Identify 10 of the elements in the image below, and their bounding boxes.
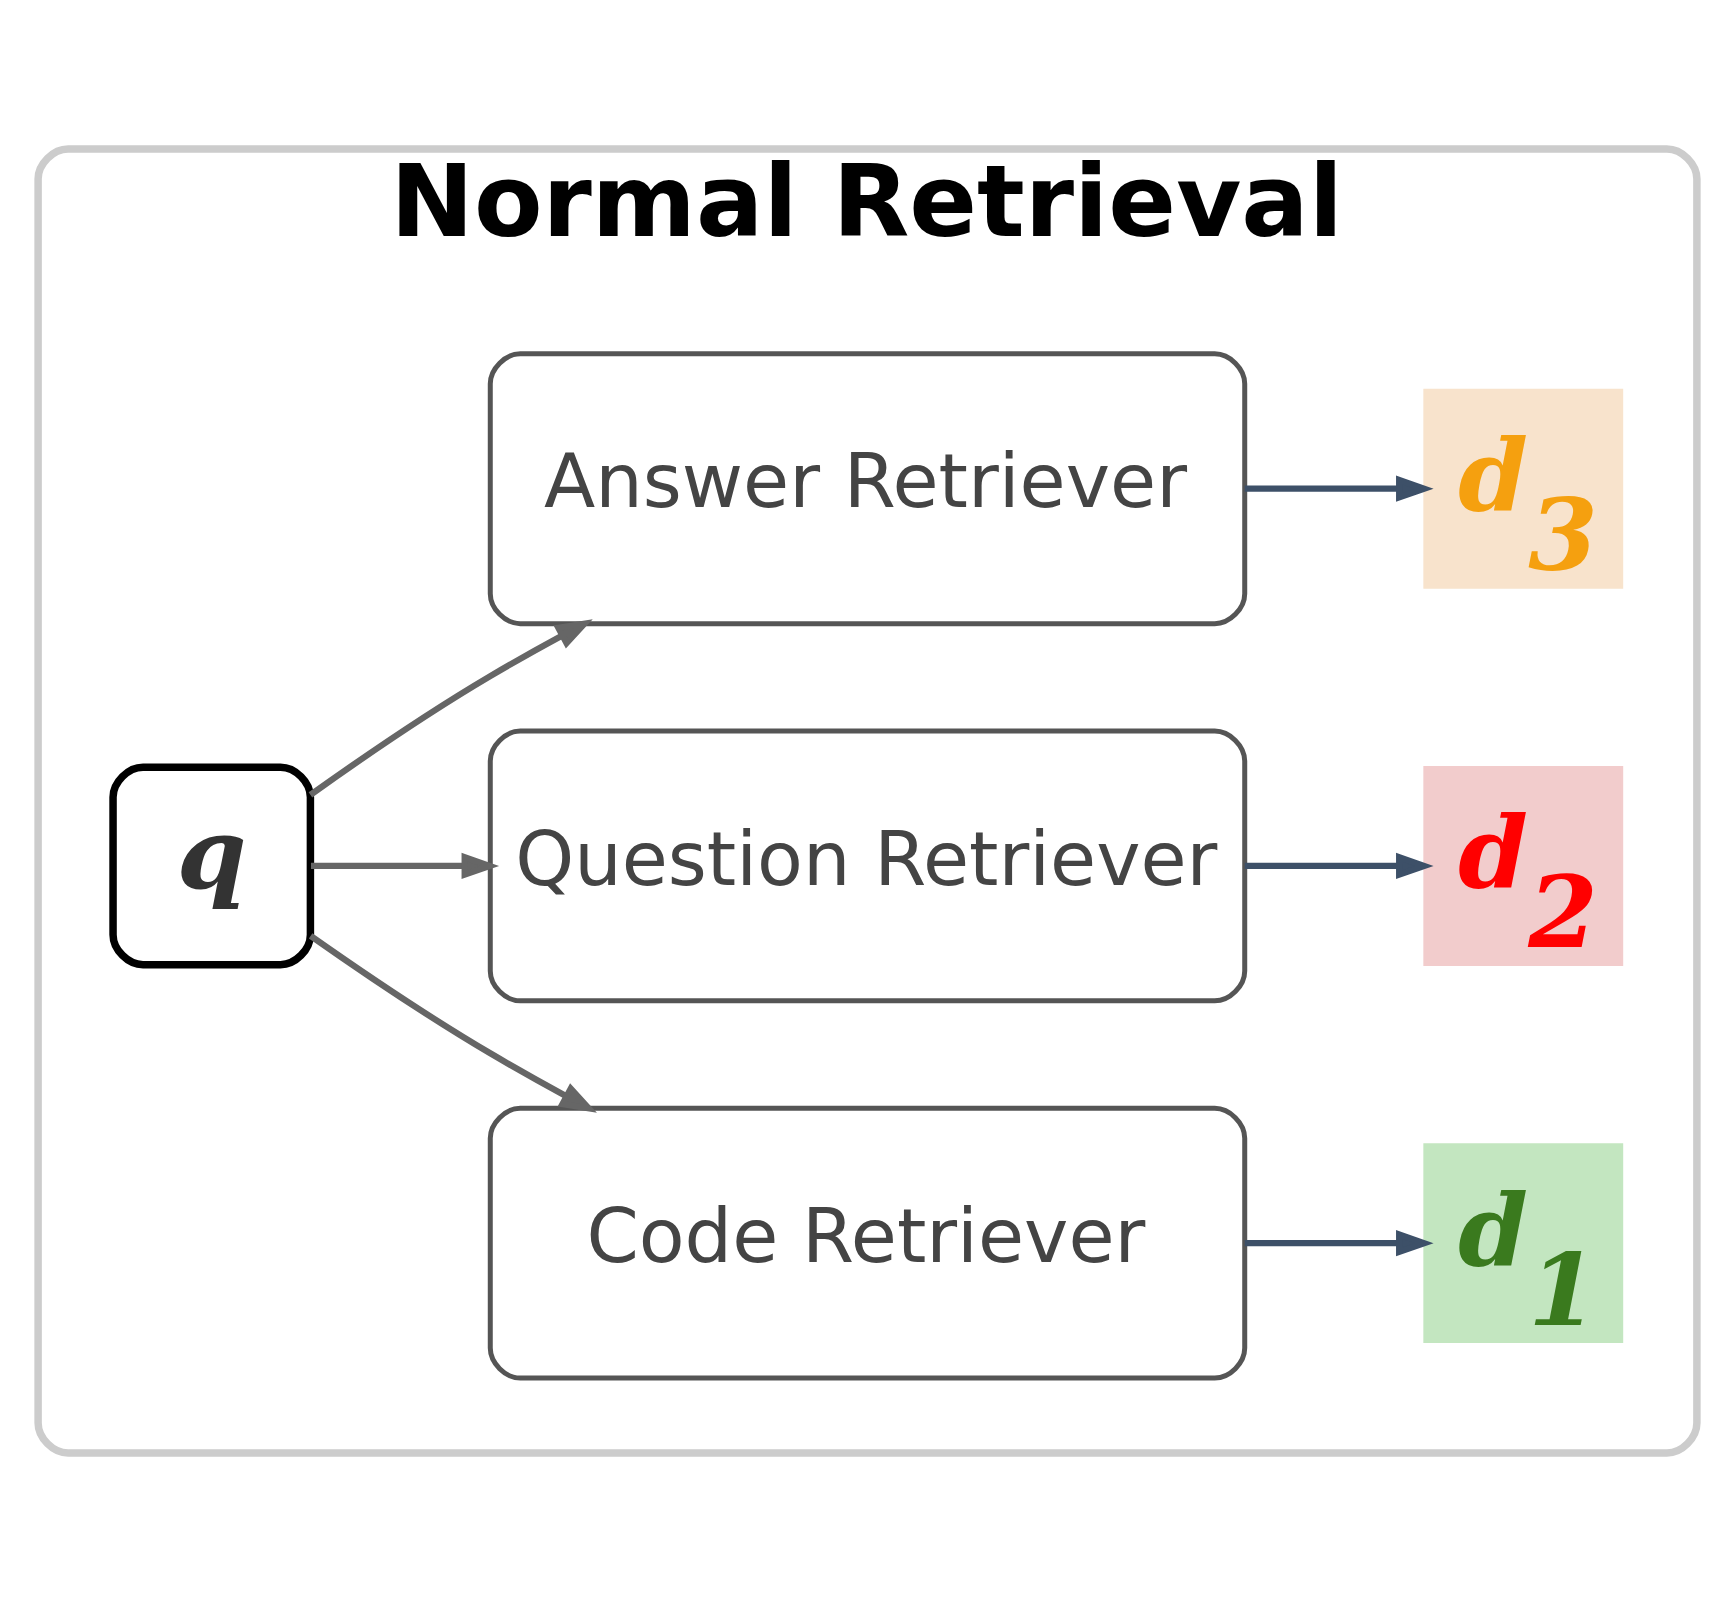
arrow bbox=[1244, 852, 1434, 880]
arrow bbox=[308, 933, 597, 1113]
arrow bbox=[1244, 475, 1434, 502]
arrow bbox=[310, 852, 500, 880]
node-box: Code Retriever bbox=[487, 1105, 1248, 1381]
node-box: Answer Retriever bbox=[487, 351, 1248, 627]
node-box: q bbox=[109, 763, 315, 969]
arrow bbox=[308, 619, 593, 798]
arrow bbox=[1244, 1230, 1434, 1257]
node-box: Question Retriever bbox=[487, 728, 1248, 1004]
